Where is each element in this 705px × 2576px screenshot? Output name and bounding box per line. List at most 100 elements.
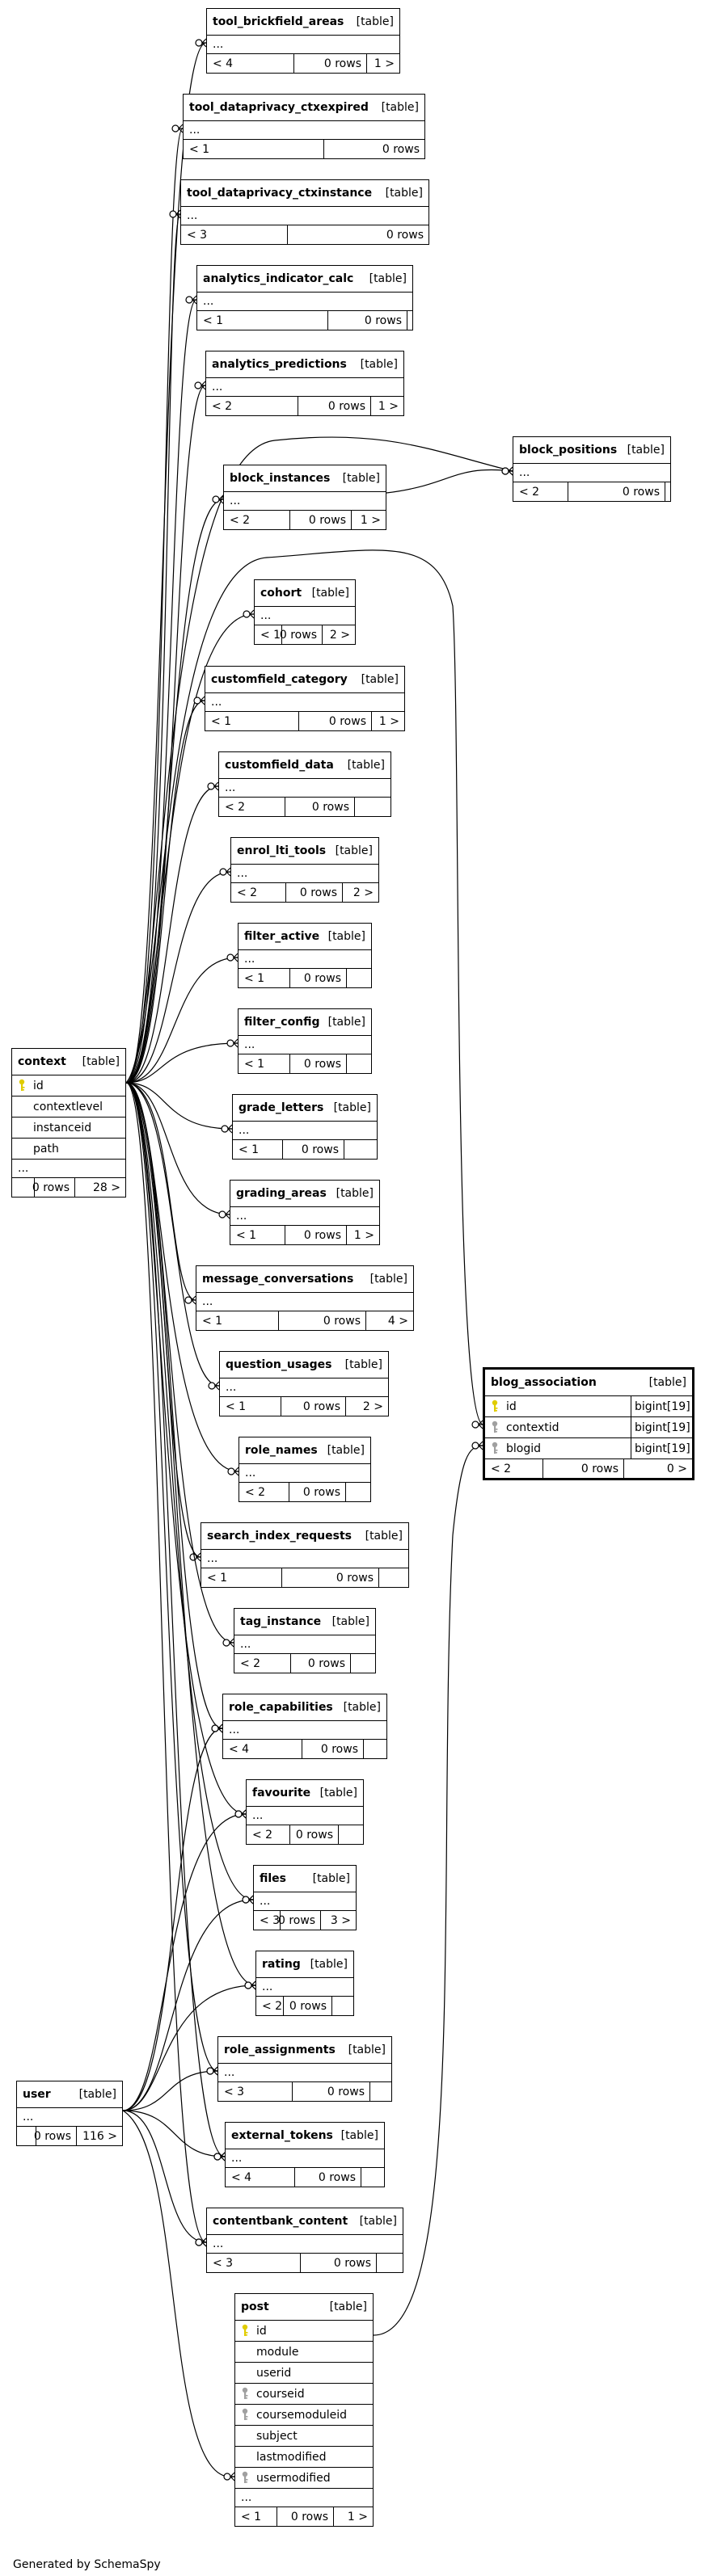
table-tool-dataprivacy-ctxinstance[interactable]: tool_dataprivacy_ctxinstance[table]...< … <box>180 179 429 245</box>
table-name[interactable]: role_names <box>245 1444 318 1457</box>
parent-count[interactable]: < 1 <box>233 1140 283 1159</box>
column-row[interactable]: path <box>12 1138 125 1159</box>
child-count[interactable] <box>346 1483 370 1501</box>
child-count[interactable] <box>370 2082 391 2101</box>
table-name[interactable]: favourite <box>252 1787 311 1799</box>
column-row[interactable]: courseid <box>235 2383 373 2404</box>
table-name[interactable]: contentbank_content <box>213 2215 348 2228</box>
parent-count[interactable]: < 3 <box>218 2082 293 2101</box>
child-count[interactable] <box>361 2168 384 2187</box>
parent-count[interactable]: < 3 <box>254 1911 281 1930</box>
column-row[interactable]: instanceid <box>12 1117 125 1138</box>
child-count[interactable] <box>377 2254 403 2272</box>
child-count[interactable] <box>364 1740 386 1758</box>
parent-count[interactable]: < 1 <box>239 969 290 987</box>
parent-count[interactable]: < 2 <box>231 883 286 902</box>
parent-count[interactable]: < 1 <box>255 625 282 644</box>
child-count[interactable]: 1 > <box>374 57 395 70</box>
table-name[interactable]: tool_dataprivacy_ctxexpired <box>189 101 369 114</box>
table-name[interactable]: search_index_requests <box>207 1530 352 1543</box>
child-count[interactable] <box>347 969 371 987</box>
parent-count[interactable]: < 1 <box>205 712 299 730</box>
table-name[interactable]: role_assignments <box>224 2044 336 2056</box>
child-count[interactable]: 2 > <box>352 886 374 899</box>
column-row[interactable]: contextlevel <box>12 1096 125 1117</box>
child-count[interactable]: 1 > <box>378 399 399 413</box>
table-name[interactable]: block_instances <box>230 472 331 485</box>
parent-count[interactable]: < 1 <box>235 2507 277 2526</box>
parent-count[interactable]: < 1 <box>230 1226 285 1244</box>
table-name[interactable]: filter_active <box>244 930 320 943</box>
parent-count[interactable]: < 1 <box>239 1054 290 1073</box>
table-name[interactable]: grading_areas <box>236 1187 327 1200</box>
table-name[interactable]: cohort <box>260 587 302 600</box>
column-row[interactable]: lastmodified <box>235 2446 373 2467</box>
parent-count[interactable]: < 2 <box>247 1825 290 1844</box>
parent-count[interactable]: < 1 <box>220 1397 281 1416</box>
column-row[interactable]: userid <box>235 2362 373 2383</box>
table-name[interactable]: tag_instance <box>240 1615 322 1628</box>
table-name[interactable]: message_conversations <box>202 1273 354 1286</box>
parent-count[interactable]: < 1 <box>184 140 324 158</box>
table-name[interactable]: post <box>241 2300 269 2313</box>
table-name[interactable]: grade_letters <box>239 1101 324 1114</box>
column-row[interactable]: subject <box>235 2425 373 2446</box>
parent-count[interactable]: < 2 <box>239 1483 289 1501</box>
column-row[interactable]: id <box>235 2320 373 2341</box>
parent-count[interactable]: < 2 <box>256 1997 284 2015</box>
table-name[interactable]: rating <box>262 1958 301 1971</box>
table-name[interactable]: tool_brickfield_areas <box>213 15 344 28</box>
parent-count[interactable]: < 3 <box>181 225 288 244</box>
table-name[interactable]: analytics_predictions <box>212 358 347 371</box>
child-count[interactable] <box>379 1568 408 1587</box>
child-count[interactable]: 4 > <box>387 1314 408 1328</box>
table-name[interactable]: customfield_category <box>211 673 348 686</box>
table-name[interactable]: block_positions <box>519 444 618 457</box>
parent-count[interactable]: < 4 <box>207 54 294 73</box>
parent-count[interactable]: < 1 <box>196 1311 279 1330</box>
child-count[interactable] <box>344 1140 377 1159</box>
parent-count[interactable]: < 4 <box>223 1740 302 1758</box>
child-count[interactable]: 1 > <box>360 513 381 527</box>
child-count[interactable] <box>347 1054 371 1073</box>
child-count[interactable]: 2 > <box>362 1400 383 1413</box>
parent-count[interactable] <box>12 1178 35 1197</box>
table-name[interactable]: customfield_data <box>225 759 334 772</box>
child-count[interactable] <box>665 482 670 501</box>
parent-count[interactable] <box>17 2127 36 2145</box>
column-row[interactable]: module <box>235 2341 373 2362</box>
table-name[interactable]: blog_association <box>491 1376 597 1389</box>
table-name[interactable]: external_tokens <box>231 2129 333 2142</box>
child-count[interactable]: 28 > <box>93 1181 120 1194</box>
child-count[interactable]: 3 > <box>330 1913 351 1927</box>
table-name[interactable]: question_usages <box>226 1358 332 1371</box>
parent-count[interactable]: < 2 <box>224 511 290 529</box>
child-count[interactable]: 2 > <box>329 628 350 642</box>
child-count[interactable] <box>407 311 412 330</box>
table-name[interactable]: tool_dataprivacy_ctxinstance <box>187 187 373 200</box>
parent-count[interactable]: < 1 <box>201 1568 282 1587</box>
child-count[interactable] <box>332 1997 353 2015</box>
parent-count[interactable]: < 2 <box>234 1654 291 1673</box>
table-name[interactable]: user <box>23 2088 51 2101</box>
table-name[interactable]: analytics_indicator_calc <box>203 272 354 285</box>
